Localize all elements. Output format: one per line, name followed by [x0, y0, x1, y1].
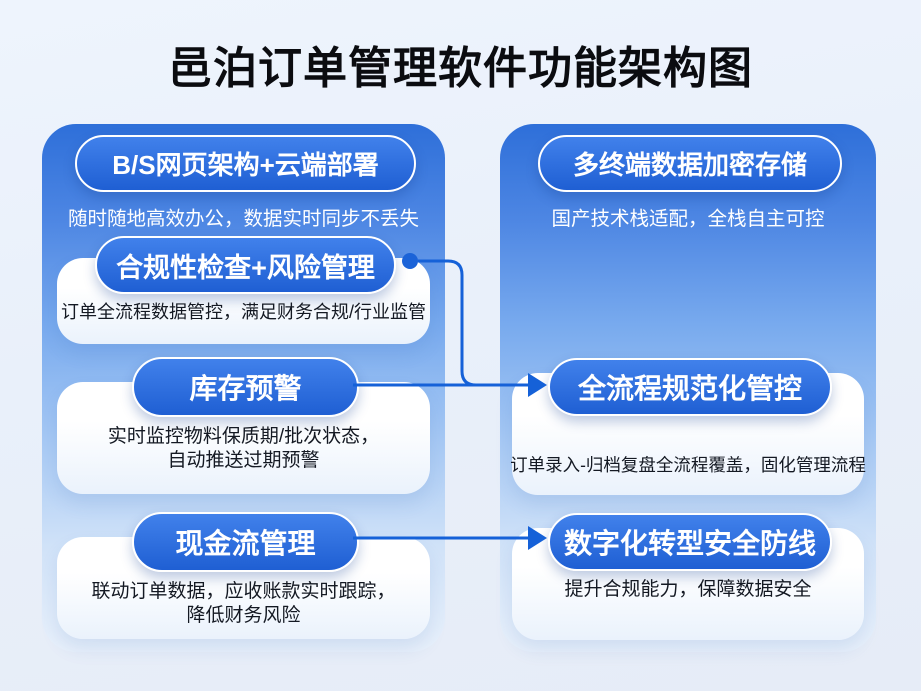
feature-pill-standardized-control: 全流程规范化管控 — [548, 358, 832, 416]
feature-pill-digital-security: 数字化转型安全防线 — [548, 513, 832, 571]
feature-pill-inventory-alert: 库存预警 — [132, 357, 359, 417]
feature-desc-cashflow: 联动订单数据，应收账款实时跟踪， 降低财务风险 — [91, 581, 396, 626]
left-column-panel: B/S网页架构+云端部署 随时随地高效办公，数据实时同步不丢失 合规性检查+风险… — [42, 124, 445, 652]
feature-desc-inventory-alert: 实时监控物料保质期/批次状态， 自动推送过期预警 — [107, 426, 380, 471]
right-column-panel: 多终端数据加密存储 国产技术栈适配，全栈自主可控 全流程规范化管控 订单录入-归… — [500, 124, 876, 652]
feature-pill-encrypted-storage: 多终端数据加密存储 — [538, 135, 842, 192]
feature-pill-compliance-risk: 合规性检查+风险管理 — [95, 236, 396, 294]
page-title: 邑泊订单管理软件功能架构图 — [168, 44, 753, 93]
feature-desc-digital-security: 提升合规能力，保障数据安全 — [564, 579, 812, 600]
feature-desc-encrypted-storage: 国产技术栈适配，全栈自主可控 — [551, 208, 825, 230]
feature-pill-cashflow: 现金流管理 — [132, 512, 359, 572]
feature-desc-bs-cloud: 随时随地高效办公，数据实时同步不丢失 — [67, 208, 419, 230]
feature-desc-compliance-risk: 订单全流程数据管控，满足财务合规/行业监管 — [61, 302, 426, 322]
feature-pill-bs-cloud: B/S网页架构+云端部署 — [75, 135, 416, 192]
feature-desc-standardized-control: 订单录入-归档复盘全流程覆盖，固化管理流程 — [510, 455, 866, 475]
